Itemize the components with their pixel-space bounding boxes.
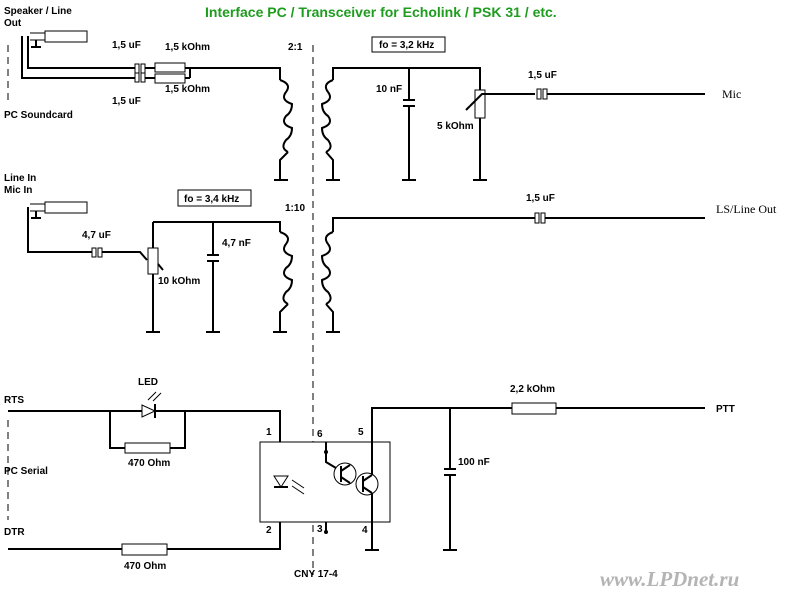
label-res-470-1: 470 Ohm bbox=[128, 458, 170, 469]
label-speaker-line: Speaker / Line bbox=[4, 6, 72, 17]
label-optocoupler: CNY 17-4 bbox=[294, 569, 338, 580]
label-cap-mic: 1,5 uF bbox=[528, 70, 557, 81]
label-out: Out bbox=[4, 18, 22, 29]
label-mic: Mic bbox=[722, 87, 741, 101]
label-res-22k: 2,2 kOhm bbox=[510, 384, 555, 395]
opto-led-symbol bbox=[273, 475, 305, 495]
resistor-470-1 bbox=[124, 442, 171, 454]
label-cap-100nf: 100 nF bbox=[458, 457, 490, 468]
label-pin6: 6 bbox=[317, 429, 323, 440]
wire-soundcard-1 bbox=[27, 36, 135, 69]
label-pin4: 4 bbox=[362, 525, 368, 536]
led-symbol bbox=[141, 391, 162, 418]
potentiometer-10k bbox=[147, 247, 159, 275]
transistor-1 bbox=[333, 462, 357, 486]
label-mic-in: Mic In bbox=[4, 185, 32, 196]
label-res-top-2: 1,5 kOhm bbox=[165, 84, 210, 95]
capacitor-top-1 bbox=[134, 63, 146, 74]
jack-plug-top bbox=[30, 30, 88, 48]
label-fo-mid: fo = 3,4 kHz bbox=[184, 194, 239, 205]
label-pot-10k: 10 kOhm bbox=[158, 276, 200, 287]
watermark-text: www.LPDnet.ru bbox=[600, 567, 739, 591]
label-pin1: 1 bbox=[266, 427, 272, 438]
wire-ptt bbox=[371, 407, 512, 442]
label-cap-top-2: 1,5 uF bbox=[112, 96, 141, 107]
label-cap-47nf: 4,7 nF bbox=[222, 238, 251, 249]
wire-to-transformer-top bbox=[190, 67, 281, 80]
label-pot-5k: 5 kOhm bbox=[437, 121, 474, 132]
label-pin5: 5 bbox=[358, 427, 364, 438]
label-cap-top-1: 1,5 uF bbox=[112, 40, 141, 51]
label-pin2: 2 bbox=[266, 525, 272, 536]
label-pc-serial: PC Serial bbox=[4, 466, 48, 477]
fo-box-top bbox=[371, 36, 446, 53]
jack-plug-mid bbox=[30, 201, 88, 219]
label-pc-soundcard: PC Soundcard bbox=[4, 110, 73, 121]
diagram-title: Interface PC / Transceiver for Echolink … bbox=[205, 4, 557, 20]
label-fo-top: fo = 3,2 kHz bbox=[379, 40, 434, 51]
transformer-mid-primary bbox=[279, 231, 294, 305]
capacitor-mic bbox=[536, 88, 548, 100]
wire-line-in bbox=[27, 207, 92, 253]
label-cap-47uf: 4,7 uF bbox=[82, 230, 111, 241]
label-led: LED bbox=[138, 377, 158, 388]
resistor-top-1 bbox=[154, 62, 186, 73]
capacitor-top-2 bbox=[134, 72, 146, 83]
resistor-top-2 bbox=[154, 73, 186, 84]
label-dtr: DTR bbox=[4, 527, 25, 538]
capacitor-47uf bbox=[91, 247, 103, 258]
label-ratio-mid: 1:10 bbox=[285, 203, 305, 214]
transformer-top-secondary bbox=[320, 79, 334, 153]
resistor-22k bbox=[511, 402, 557, 415]
wire-soundcard-2 bbox=[21, 36, 135, 79]
label-pin3: 3 bbox=[317, 524, 323, 535]
label-res-top-1: 1,5 kOhm bbox=[165, 42, 210, 53]
label-rts: RTS bbox=[4, 395, 24, 406]
capacitor-ls bbox=[534, 212, 546, 224]
label-ls-line-out: LS/Line Out bbox=[716, 202, 777, 216]
label-line-in: Line In bbox=[4, 173, 36, 184]
label-ptt: PTT bbox=[716, 404, 735, 415]
fo-box-mid bbox=[177, 189, 252, 207]
transistor-2 bbox=[355, 472, 379, 496]
wire-rts bbox=[8, 410, 281, 442]
label-res-470-2: 470 Ohm bbox=[124, 561, 166, 572]
label-ratio-top: 2:1 bbox=[288, 42, 303, 53]
transformer-top-primary bbox=[279, 79, 294, 153]
label-cap-ls: 1,5 uF bbox=[526, 193, 555, 204]
transformer-mid-secondary bbox=[320, 231, 334, 305]
resistor-470-2 bbox=[121, 543, 168, 556]
label-cap-10nf: 10 nF bbox=[376, 84, 402, 95]
